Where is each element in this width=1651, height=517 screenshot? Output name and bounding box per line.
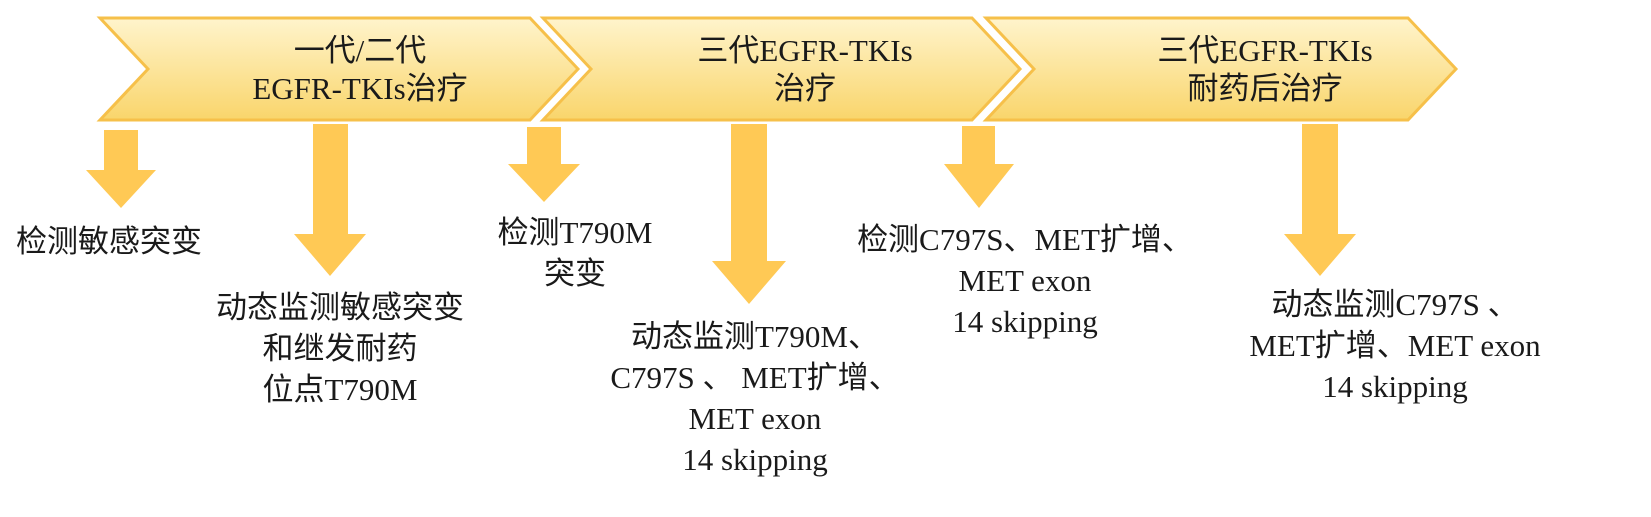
stage-chevron-2 bbox=[539, 16, 1023, 122]
note-detect-c797s-met: 检测C797S、MET扩增、 MET exon 14 skipping bbox=[830, 219, 1220, 342]
stage-chevron-1 bbox=[96, 16, 581, 122]
note-line: 14 skipping bbox=[1322, 369, 1468, 404]
note-line: 动态监测T790M、 bbox=[631, 319, 879, 354]
note-line: 检测敏感突变 bbox=[16, 224, 202, 259]
note-line: 突变 bbox=[544, 256, 606, 291]
note-line: MET exon bbox=[688, 401, 822, 436]
stage-3-line-1: 三代EGFR-TKIs bbox=[1157, 33, 1373, 68]
down-arrow-1 bbox=[86, 130, 156, 208]
stage-3-line-2: 耐药后治疗 bbox=[1187, 71, 1343, 106]
stage-1-line-2: EGFR-TKIs治疗 bbox=[252, 71, 468, 106]
note-line: 检测T790M bbox=[497, 215, 653, 250]
down-arrow-2 bbox=[294, 124, 366, 276]
note-line: MET exon bbox=[958, 263, 1092, 298]
note-line: 位点T790M bbox=[262, 372, 418, 407]
note-line: 14 skipping bbox=[682, 442, 828, 477]
note-line: 和继发耐药 bbox=[262, 331, 418, 366]
stage-1-line-1: 一代/二代 bbox=[293, 33, 427, 68]
note-detect-t790m: 检测T790M 突变 bbox=[480, 212, 670, 294]
note-line: 14 skipping bbox=[952, 304, 1098, 339]
stage-label-1: 一代/二代 EGFR-TKIs治疗 bbox=[215, 22, 505, 118]
stage-label-2: 三代EGFR-TKIs 治疗 bbox=[655, 22, 955, 118]
note-line: 动态监测C797S 、 bbox=[1271, 287, 1519, 322]
stage-label-3: 三代EGFR-TKIs 耐药后治疗 bbox=[1105, 22, 1425, 118]
note-line: 检测C797S、MET扩增、 bbox=[857, 222, 1193, 257]
down-arrow-6 bbox=[1284, 124, 1356, 276]
note-detect-sensitive-mutation: 检测敏感突变 bbox=[16, 221, 202, 262]
down-arrow-5 bbox=[944, 126, 1014, 208]
stage-chevron-3 bbox=[982, 16, 1459, 122]
note-line: MET扩增、MET exon bbox=[1249, 328, 1541, 363]
down-arrow-4 bbox=[712, 124, 786, 304]
note-line: 动态监测敏感突变 bbox=[216, 290, 464, 325]
note-monitor-sensitive-and-t790m: 动态监测敏感突变 和继发耐药 位点T790M bbox=[190, 287, 490, 410]
note-line: C797S 、 MET扩增、 bbox=[610, 360, 900, 395]
note-monitor-c797s-met: 动态监测C797S 、 MET扩增、MET exon 14 skipping bbox=[1215, 284, 1575, 407]
stage-2-line-2: 治疗 bbox=[774, 71, 836, 106]
note-monitor-t790m-c797s-met: 动态监测T790M、 C797S 、 MET扩增、 MET exon 14 sk… bbox=[590, 316, 920, 480]
stage-2-line-1: 三代EGFR-TKIs bbox=[697, 33, 913, 68]
down-arrow-3 bbox=[508, 127, 580, 202]
